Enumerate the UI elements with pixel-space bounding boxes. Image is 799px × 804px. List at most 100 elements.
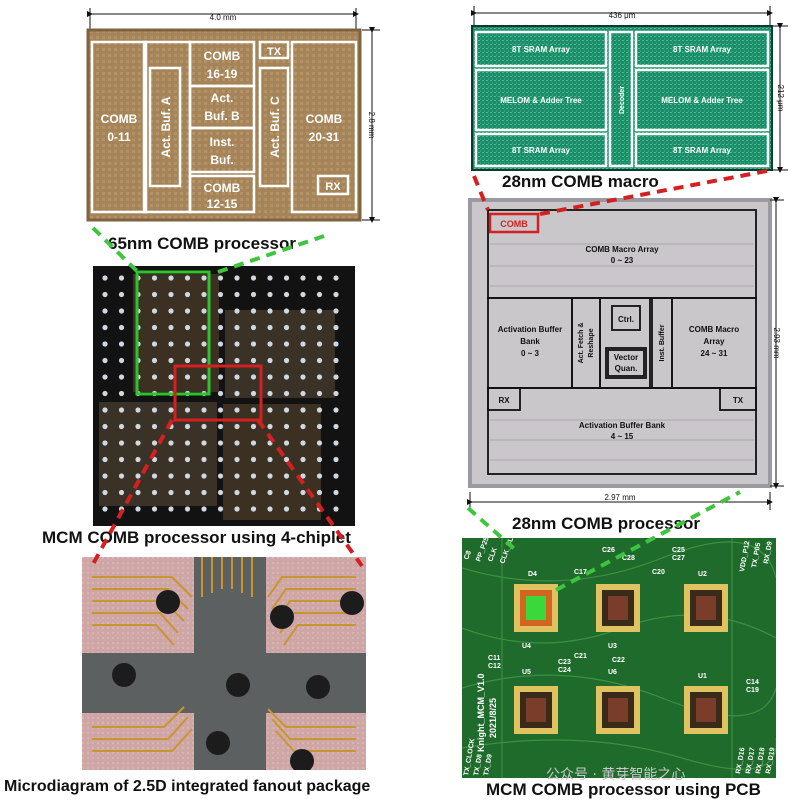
solder-ball	[151, 473, 158, 479]
svg-text:4 ~ 15: 4 ~ 15	[611, 432, 634, 441]
solder-ball	[151, 341, 158, 347]
solder-ball	[316, 407, 323, 413]
solder-ball	[283, 291, 290, 298]
solder-ball	[234, 291, 240, 298]
solder-ball	[234, 341, 240, 347]
sram-array-bottom-right	[634, 132, 770, 168]
board-date: 2021/8/25	[488, 698, 498, 738]
solder-ball	[250, 423, 257, 430]
solder-ball	[234, 390, 240, 397]
block-comb-12-15	[188, 174, 256, 214]
solder-ball	[151, 291, 158, 298]
vector-quan-block	[605, 347, 647, 379]
watermark: 公众号 · 黄芽智能之心	[546, 767, 686, 783]
solder-ball	[267, 308, 273, 314]
ctrl-block	[611, 305, 641, 331]
solder-ball	[300, 440, 306, 446]
chip-28nm-panel: COMB COMB Macro Array 0 ~ 23 Activation …	[466, 196, 796, 514]
solder-ball	[283, 489, 290, 496]
solder-ball	[234, 506, 240, 512]
svg-text:C28: C28	[622, 555, 635, 562]
solder-ball	[267, 407, 273, 413]
solder-ball	[201, 407, 207, 413]
solder-ball	[102, 407, 108, 413]
solder-ball	[300, 308, 306, 314]
solder-ball	[316, 489, 323, 496]
solder-ball	[135, 423, 141, 430]
svg-text:U3: U3	[608, 643, 617, 650]
solder-ball	[250, 407, 257, 413]
caption-28nm-processor: 28nm COMB processor	[512, 514, 700, 533]
svg-text:C14: C14	[746, 679, 759, 686]
svg-text:CLK: CLK	[487, 547, 498, 563]
solder-ball	[333, 324, 339, 331]
solder-ball	[333, 407, 339, 413]
svg-text:Inst.: Inst.	[210, 135, 235, 149]
solder-ball	[267, 506, 273, 512]
block-act-buf-c	[258, 66, 290, 188]
solder-ball	[168, 407, 174, 413]
svg-text:Reshape: Reshape	[588, 328, 595, 357]
solder-ball	[118, 308, 125, 314]
solder-ball	[151, 506, 158, 512]
solder-ball	[250, 324, 257, 331]
solder-ball	[118, 324, 125, 331]
die-65nm	[88, 30, 360, 220]
block-inst-buf	[188, 126, 256, 174]
solder-ball	[316, 341, 323, 347]
svg-text:8T SRAM Array: 8T SRAM Array	[512, 45, 570, 54]
svg-text:C22: C22	[612, 657, 625, 664]
solder-ball	[250, 456, 257, 463]
solder-ball	[267, 275, 273, 281]
board-name: Knight_MCM_V1.0	[476, 673, 486, 752]
solder-ball	[118, 275, 125, 281]
svg-text:C17: C17	[574, 569, 587, 576]
solder-ball	[168, 506, 174, 512]
macro-28nm-panel: 436 μm 8T SRAM Array 8T SRAM Array MELOM…	[466, 4, 792, 176]
svg-text:0-11: 0-11	[107, 130, 131, 144]
solder-ball	[300, 324, 306, 331]
solder-ball	[250, 341, 257, 347]
solder-ball	[151, 357, 158, 364]
solder-ball	[300, 291, 306, 298]
solder-ball	[217, 341, 224, 347]
dim-4mm: 4.0 mm	[210, 13, 237, 22]
solder-ball	[168, 291, 174, 298]
svg-text:RX_D17: RX_D17	[745, 747, 757, 774]
svg-text:20-31: 20-31	[309, 130, 340, 144]
solder-ball	[217, 407, 224, 413]
solder-ball	[217, 324, 224, 331]
macro-28nm-diagram: 436 μm 8T SRAM Array 8T SRAM Array MELOM…	[471, 6, 788, 173]
svg-text:Buf. B: Buf. B	[204, 109, 240, 123]
solder-ball	[250, 440, 257, 446]
solder-ball	[283, 324, 290, 331]
block-comb-20-31	[290, 40, 358, 214]
solder-ball	[184, 489, 191, 496]
solder-ball	[201, 357, 207, 364]
solder-ball	[201, 324, 207, 331]
solder-ball	[234, 407, 240, 413]
solder-ball	[102, 506, 108, 512]
svg-text:C23: C23	[558, 659, 571, 666]
pcb-panel: C8 PP_P25 CLK CLK_SLOW C26 C28 C25 C27 V…	[462, 538, 776, 778]
solder-ball	[300, 357, 306, 364]
solder-ball	[267, 374, 273, 380]
chiplet-top-right	[225, 310, 335, 398]
solder-ball	[118, 506, 125, 512]
caption-pcb: MCM COMB processor using PCB	[486, 780, 761, 799]
svg-text:Activation Buffer Bank: Activation Buffer Bank	[579, 421, 666, 430]
solder-ball	[184, 456, 191, 463]
solder-ball	[135, 456, 141, 463]
svg-text:RX_D18: RX_D18	[755, 747, 767, 774]
solder-ball	[118, 440, 125, 446]
svg-text:RX_D9: RX_D9	[763, 541, 774, 565]
chip-65nm-panel: 4.0 mm 2.8 mm COMB 0-11 Act. Buf. A COMB	[78, 6, 398, 232]
solder-ball	[300, 407, 306, 413]
sram-array-top-right	[634, 30, 770, 68]
solder-ball	[151, 456, 158, 463]
solder-ball	[250, 374, 257, 380]
svg-text:MELOM & Adder Tree: MELOM & Adder Tree	[661, 96, 743, 105]
solder-ball	[333, 291, 339, 298]
solder-ball	[300, 456, 306, 463]
solder-ball	[250, 308, 257, 314]
